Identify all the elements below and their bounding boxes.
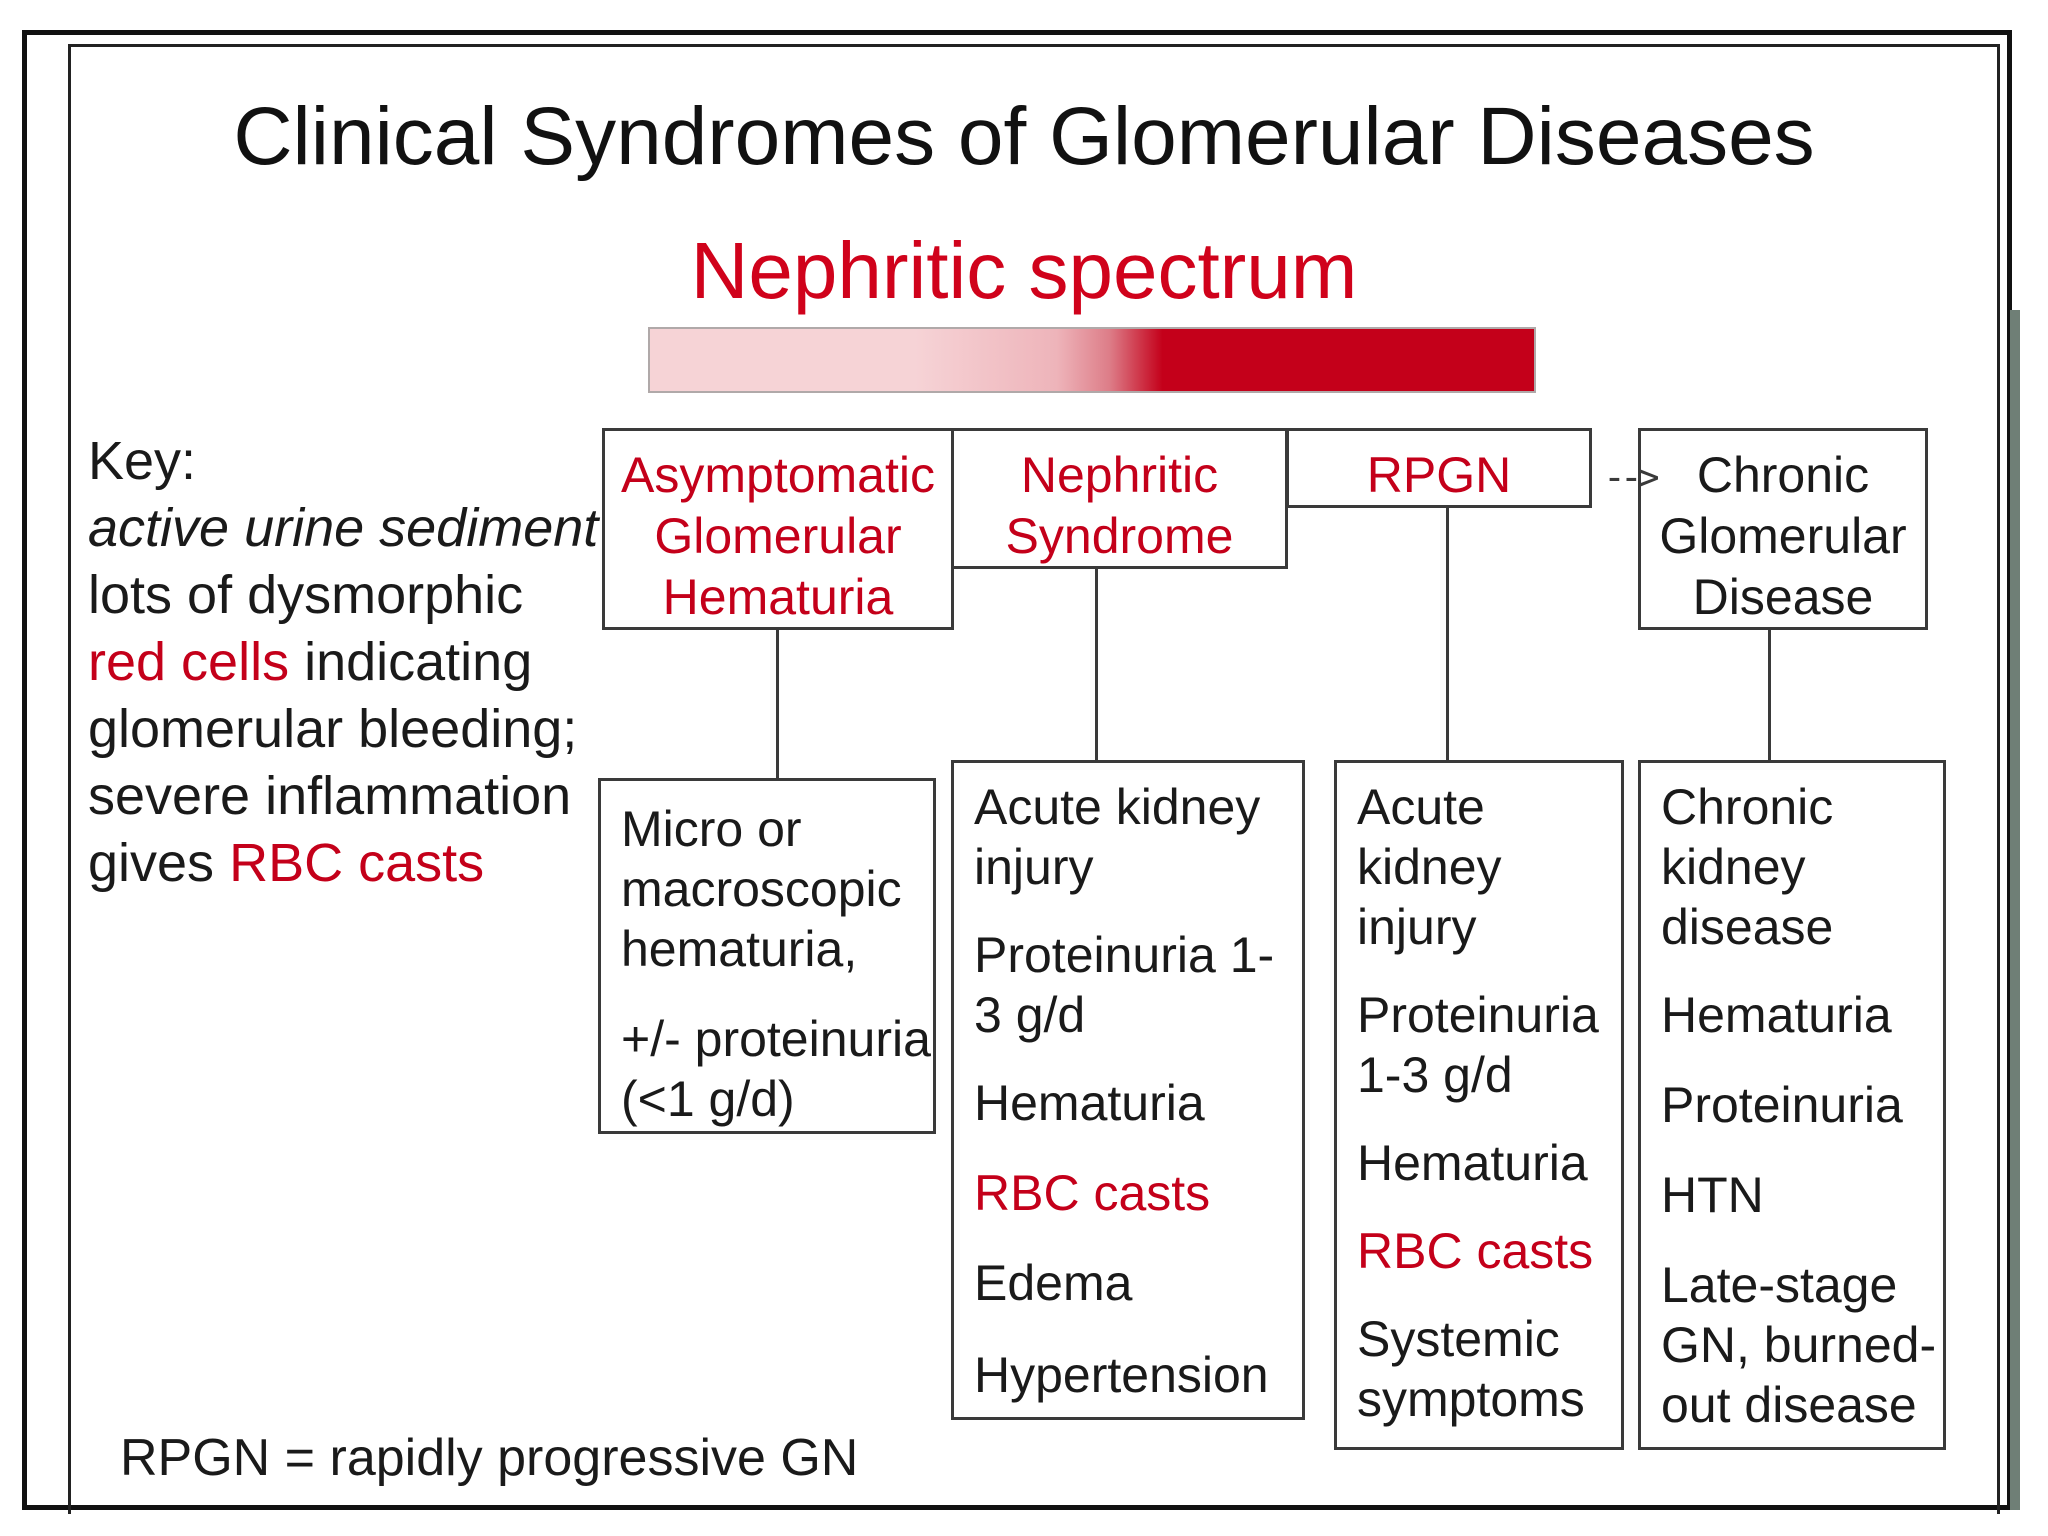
detail-line: Proteinuria — [1661, 1077, 1903, 1133]
header-asymptomatic-hematuria: Asymptomatic Glomerular Hematuria — [602, 428, 954, 630]
key-heading: Key: — [88, 431, 197, 491]
detail-line: +/- proteinuria — [621, 1011, 931, 1067]
detail-item-highlight: RBC casts — [1357, 1221, 1621, 1281]
detail-line: Chronic — [1661, 779, 1834, 835]
detail-line: Proteinuria 1- — [974, 927, 1275, 983]
detail-item: HTN — [1661, 1165, 1943, 1225]
detail-line: hematuria, — [621, 921, 858, 977]
spectrum-label: Nephritic spectrum — [690, 226, 1358, 315]
detail-line: injury — [1357, 899, 1477, 955]
connector-line — [1768, 630, 1771, 760]
details-asymptomatic-hematuria: Micro or macroscopic hematuria, +/- prot… — [598, 778, 936, 1134]
key-highlight: RBC casts — [229, 833, 485, 893]
detail-line: disease — [1661, 899, 1834, 955]
detail-line: Edema — [974, 1255, 1133, 1311]
key-line: active urine sediment — [88, 498, 599, 558]
detail-line: Micro or — [621, 801, 802, 857]
detail-line: symptoms — [1357, 1371, 1585, 1427]
detail-item-highlight: RBC casts — [974, 1163, 1302, 1223]
detail-line: Hematuria — [1661, 987, 1892, 1043]
detail-item: +/- proteinuria (<1 g/d) — [621, 1009, 933, 1129]
key-legend: Key: active urine sediment lots of dysmo… — [88, 428, 598, 897]
detail-item: Systemic symptoms — [1357, 1309, 1621, 1429]
detail-line: Hematuria — [1357, 1135, 1588, 1191]
header-line: Asymptomatic — [621, 447, 935, 503]
detail-line: GN, burned- — [1661, 1317, 1937, 1373]
connector-line — [776, 630, 779, 778]
detail-line: 3 g/d — [974, 987, 1086, 1043]
footnote: RPGN = rapidly progressive GN — [120, 1429, 859, 1487]
detail-item: Micro or macroscopic hematuria, — [621, 799, 933, 979]
header-chronic-glomerular-disease: Chronic Glomerular Disease — [1638, 428, 1928, 630]
detail-line: RBC casts — [974, 1165, 1211, 1221]
header-line: Hematuria — [662, 569, 894, 625]
header-nephritic-syndrome: Nephritic Syndrome — [951, 428, 1288, 569]
detail-item: Proteinuria — [1661, 1075, 1943, 1135]
key-text: gives — [88, 833, 230, 893]
key-line: lots of dysmorphic — [88, 565, 524, 625]
key-line: red cells indicating — [88, 629, 598, 696]
detail-line: Acute kidney — [974, 779, 1261, 835]
detail-item: Proteinuria 1- 3 g/d — [974, 925, 1302, 1045]
detail-item: Hematuria — [1357, 1133, 1621, 1193]
slide-edge-shadow — [2010, 310, 2020, 1510]
detail-line: macroscopic — [621, 861, 902, 917]
detail-line: Late-stage — [1661, 1257, 1898, 1313]
details-nephritic-syndrome: Acute kidney injury Proteinuria 1- 3 g/d… — [951, 760, 1305, 1420]
header-line: Nephritic — [1020, 447, 1219, 503]
header-rpgn: RPGN — [1286, 428, 1592, 508]
detail-item: Proteinuria 1-3 g/d — [1357, 985, 1621, 1105]
slide-inner-frame — [68, 44, 2000, 1514]
spectrum-gradient-bar — [648, 327, 1536, 393]
details-chronic-glomerular-disease: Chronic kidney disease Hematuria Protein… — [1638, 760, 1946, 1450]
detail-line: out disease — [1661, 1377, 1917, 1433]
detail-line: Hematuria — [974, 1075, 1205, 1131]
header-line: RPGN — [1366, 447, 1512, 503]
key-text: indicating — [289, 632, 533, 692]
header-line: Syndrome — [1005, 508, 1234, 564]
detail-line: RBC casts — [1357, 1223, 1594, 1279]
detail-item: Edema — [974, 1253, 1302, 1313]
detail-item: Hypertension — [974, 1345, 1302, 1405]
detail-item: Acute kidney injury — [974, 777, 1302, 897]
connector-line — [1095, 569, 1098, 760]
key-line: severe inflammation — [88, 766, 572, 826]
key-line: glomerular bleeding; — [88, 699, 578, 759]
header-line: Glomerular — [654, 508, 902, 564]
detail-line: kidney — [1661, 839, 1806, 895]
detail-line: kidney — [1357, 839, 1502, 895]
detail-line: HTN — [1661, 1167, 1764, 1223]
dashed-arrow-icon: --> — [1603, 455, 1660, 499]
detail-line: (<1 g/d) — [621, 1071, 795, 1127]
details-rpgn: Acute kidney injury Proteinuria 1-3 g/d … — [1334, 760, 1624, 1450]
detail-line: Acute — [1357, 779, 1485, 835]
key-line: gives RBC casts — [88, 830, 598, 897]
detail-line: Systemic — [1357, 1311, 1560, 1367]
header-line: Chronic — [1696, 447, 1870, 503]
detail-item: Hematuria — [1661, 985, 1943, 1045]
slide-outer-frame — [22, 30, 2012, 1510]
header-line: Glomerular — [1659, 508, 1907, 564]
key-highlight: red cells — [88, 632, 290, 692]
detail-item: Hematuria — [974, 1073, 1302, 1133]
detail-item: Acute kidney injury — [1357, 777, 1621, 957]
connector-line — [1446, 508, 1449, 760]
slide-title: Clinical Syndromes of Glomerular Disease… — [233, 91, 1815, 182]
detail-line: injury — [974, 839, 1094, 895]
detail-line: Proteinuria — [1357, 987, 1599, 1043]
header-line: Disease — [1692, 569, 1874, 625]
detail-item: Late-stage GN, burned- out disease — [1661, 1255, 1943, 1435]
detail-line: 1-3 g/d — [1357, 1047, 1513, 1103]
detail-item: Chronic kidney disease — [1661, 777, 1943, 957]
detail-line: Hypertension — [974, 1347, 1269, 1403]
